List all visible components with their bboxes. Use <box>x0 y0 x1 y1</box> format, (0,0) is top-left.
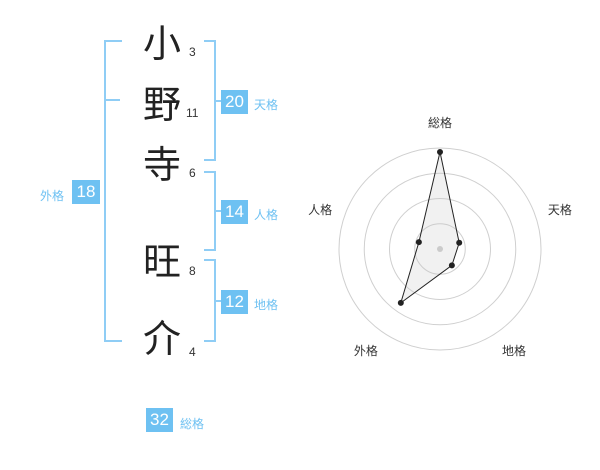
gaikaku-badge: 18 <box>72 180 100 204</box>
stroke-count-5: 4 <box>189 345 196 359</box>
radar-ring-3 <box>363 172 517 326</box>
jinkaku-label: 人格 <box>254 208 279 222</box>
radar-axis-label-2: 地格 <box>502 343 526 358</box>
radar-axis-label-4: 人格 <box>308 202 332 217</box>
kanji-1: 小 <box>143 22 182 66</box>
soukaku-label: 総格 <box>180 417 205 431</box>
gaikaku-label: 外格 <box>40 189 65 203</box>
kanji-5: 介 <box>143 317 182 361</box>
jinkaku-bracket-tick <box>214 210 222 212</box>
chikaku-badge: 12 <box>221 290 248 314</box>
radar-point-2 <box>448 262 455 269</box>
stroke-count-2: 11 <box>186 106 199 120</box>
chikaku-bracket-tick <box>214 300 222 302</box>
soukaku-badge: 32 <box>146 408 173 432</box>
radar-axis-label-0: 総格 <box>428 115 452 130</box>
radar-center-dot <box>437 246 443 252</box>
radar-point-3 <box>397 299 404 306</box>
stroke-count-4: 8 <box>189 264 196 278</box>
jinkaku-badge: 14 <box>221 200 248 224</box>
radar-ring-2 <box>389 198 491 300</box>
radar-axis-label-1: 天格 <box>548 202 572 217</box>
kanji-3: 寺 <box>143 143 182 187</box>
radar-point-1 <box>456 239 463 246</box>
tenkaku-badge: 20 <box>221 90 248 114</box>
chikaku-label: 地格 <box>254 298 279 312</box>
kanji-2: 野 <box>143 83 182 127</box>
gaikaku-bracket <box>104 40 122 342</box>
stroke-count-1: 3 <box>189 45 196 59</box>
radar-polygon <box>399 151 460 305</box>
tenkaku-label: 天格 <box>254 98 279 112</box>
kanji-4: 旺 <box>143 240 182 284</box>
gaikaku-bracket-tick <box>104 99 120 101</box>
stroke-count-3: 6 <box>189 166 196 180</box>
tenkaku-bracket-tick <box>214 100 222 102</box>
radar-point-4 <box>415 239 422 246</box>
radar-points <box>397 149 463 306</box>
radar-axis-label-3: 外格 <box>354 343 378 358</box>
radar-point-0 <box>437 149 443 156</box>
radar-ring-4 <box>338 147 542 351</box>
